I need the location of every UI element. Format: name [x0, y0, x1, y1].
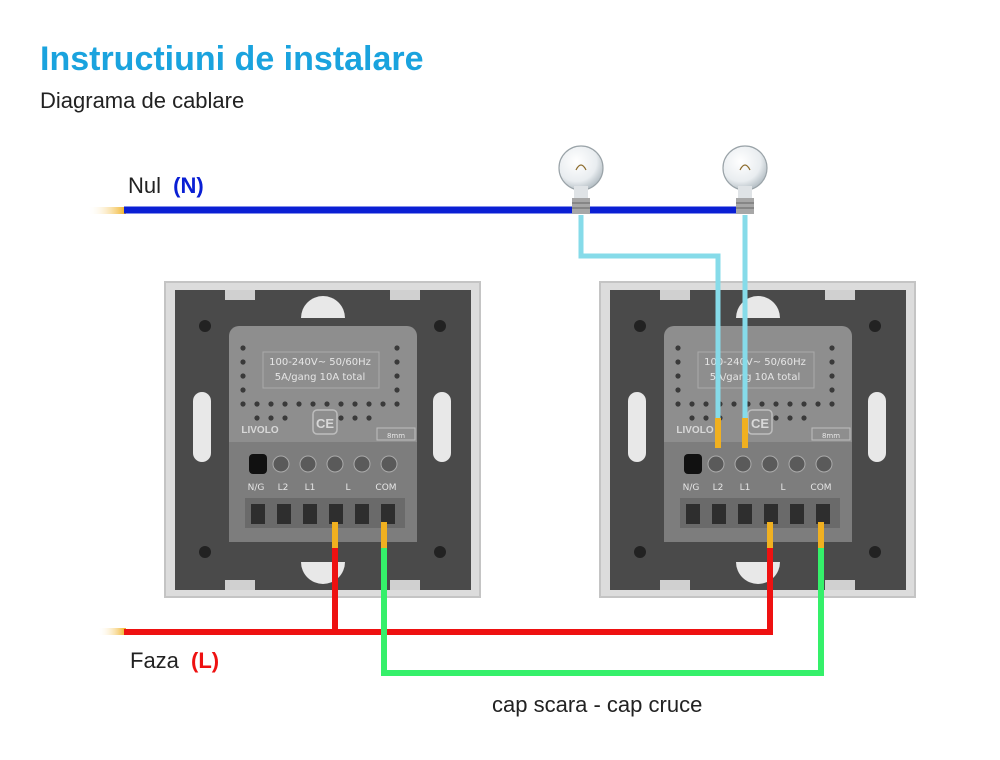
traveler-wire — [381, 545, 824, 676]
ce-mark: CE — [751, 416, 769, 431]
terminal-label: COM — [810, 483, 831, 493]
neutral-label-code: (N) — [173, 173, 204, 198]
switch-right — [599, 281, 916, 598]
terminal-label: L2 — [278, 483, 289, 493]
rating-line2: 5A/gang 10A total — [275, 372, 366, 383]
page-subtitle: Diagrama de cablare — [40, 88, 245, 113]
lamp-wires — [578, 215, 748, 430]
switch-right-labels: 100-240V~ 50/60Hz 5A/gang 10A total LIVO… — [676, 357, 840, 493]
brand-label: LIVOLO — [676, 425, 713, 436]
neutral-label-text: Nul — [128, 173, 161, 198]
traveler-label: cap scara - cap cruce — [492, 692, 702, 717]
neutral-wire — [88, 206, 745, 214]
phase-label-text: Faza — [130, 648, 180, 673]
terminal-label: L1 — [740, 483, 751, 493]
bulb-right-icon — [722, 145, 768, 214]
switch-left-labels: 100-240V~ 50/60Hz 5A/gang 10A total LIVO… — [241, 357, 405, 493]
bulb-left-icon — [558, 145, 604, 214]
brand-label: LIVOLO — [241, 425, 278, 436]
phase-label: Faza (L) — [130, 648, 219, 673]
ce-mark: CE — [316, 416, 334, 431]
terminal-label: L — [780, 483, 785, 493]
page-title: Instructiuni de instalare — [40, 40, 424, 78]
rating-line1: 100-240V~ 50/60Hz — [704, 357, 806, 368]
terminal-label: N/G — [248, 483, 265, 493]
strip-length-label: 8mm — [387, 432, 405, 440]
strip-length-label: 8mm — [822, 432, 840, 440]
terminal-label: N/G — [683, 483, 700, 493]
terminal-label: L2 — [713, 483, 724, 493]
terminal-label: COM — [375, 483, 396, 493]
rating-line1: 100-240V~ 50/60Hz — [269, 357, 371, 368]
switch-left — [164, 281, 481, 598]
phase-label-code: (L) — [191, 648, 219, 673]
neutral-label: Nul (N) — [128, 173, 204, 198]
terminal-label: L — [345, 483, 350, 493]
phase-wire — [98, 545, 773, 635]
rating-line2: 5A/gang 10A total — [710, 372, 801, 383]
terminal-label: L1 — [305, 483, 316, 493]
